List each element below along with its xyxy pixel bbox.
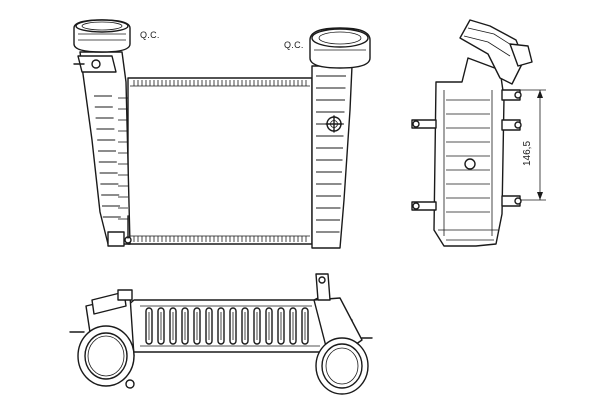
core-fins [133,80,307,242]
dimension-value: 146,5 [522,141,533,166]
right-tank [311,65,353,249]
radiator-core [127,77,313,245]
side-body [433,57,505,247]
side-view: 146,5 [411,19,546,247]
top-fins [145,307,309,345]
front-view: Q.C. Q.C. [73,19,371,249]
side-ribs [446,99,490,213]
qc-label-left: Q.C. [140,30,160,40]
dimension-146-5: 146,5 [520,89,546,201]
qc-label-right: Q.C. [284,40,304,50]
left-tank [79,51,131,245]
right-tank-ribs [316,75,346,233]
top-view [69,273,373,395]
left-tank-ribs [94,95,128,220]
